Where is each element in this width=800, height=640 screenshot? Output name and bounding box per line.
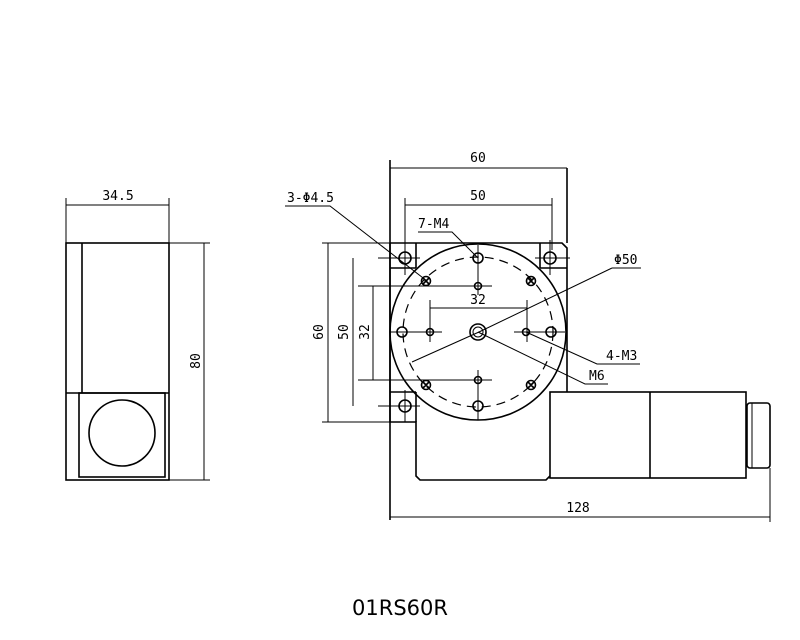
callout-m6: M6 (589, 369, 605, 384)
callout-7-m4: 7-M4 (418, 217, 449, 232)
top-view: 60 50 32 60 50 32 128 3-Φ4.5 7-M4 Φ50 4-… (285, 151, 771, 522)
dim-34-5: 34.5 (102, 189, 133, 204)
m4-holes (396, 252, 557, 412)
model-title: 01RS60R (352, 596, 448, 620)
callout-phi50: Φ50 (614, 253, 637, 268)
dim-32-horizontal: 32 (470, 293, 486, 308)
center-m6-hole (469, 323, 487, 341)
dim-60-height: 60 (312, 324, 327, 340)
callout-3-phi4-5: 3-Φ4.5 (287, 191, 334, 206)
motor-body (549, 391, 747, 479)
dim-80: 80 (189, 353, 204, 369)
dim-128: 128 (566, 501, 589, 516)
m3-holes (425, 281, 531, 385)
dim-50-height: 50 (337, 324, 352, 340)
mount-holes (398, 251, 557, 413)
dim-50-width: 50 (470, 189, 486, 204)
callout-4-m3: 4-M3 (606, 349, 637, 364)
dim-32-vertical: 32 (358, 324, 373, 340)
side-view: 34.5 80 (65, 189, 210, 481)
motor-knob (746, 402, 771, 469)
dim-60-width: 60 (470, 151, 486, 166)
side-knob-circle (88, 399, 156, 467)
